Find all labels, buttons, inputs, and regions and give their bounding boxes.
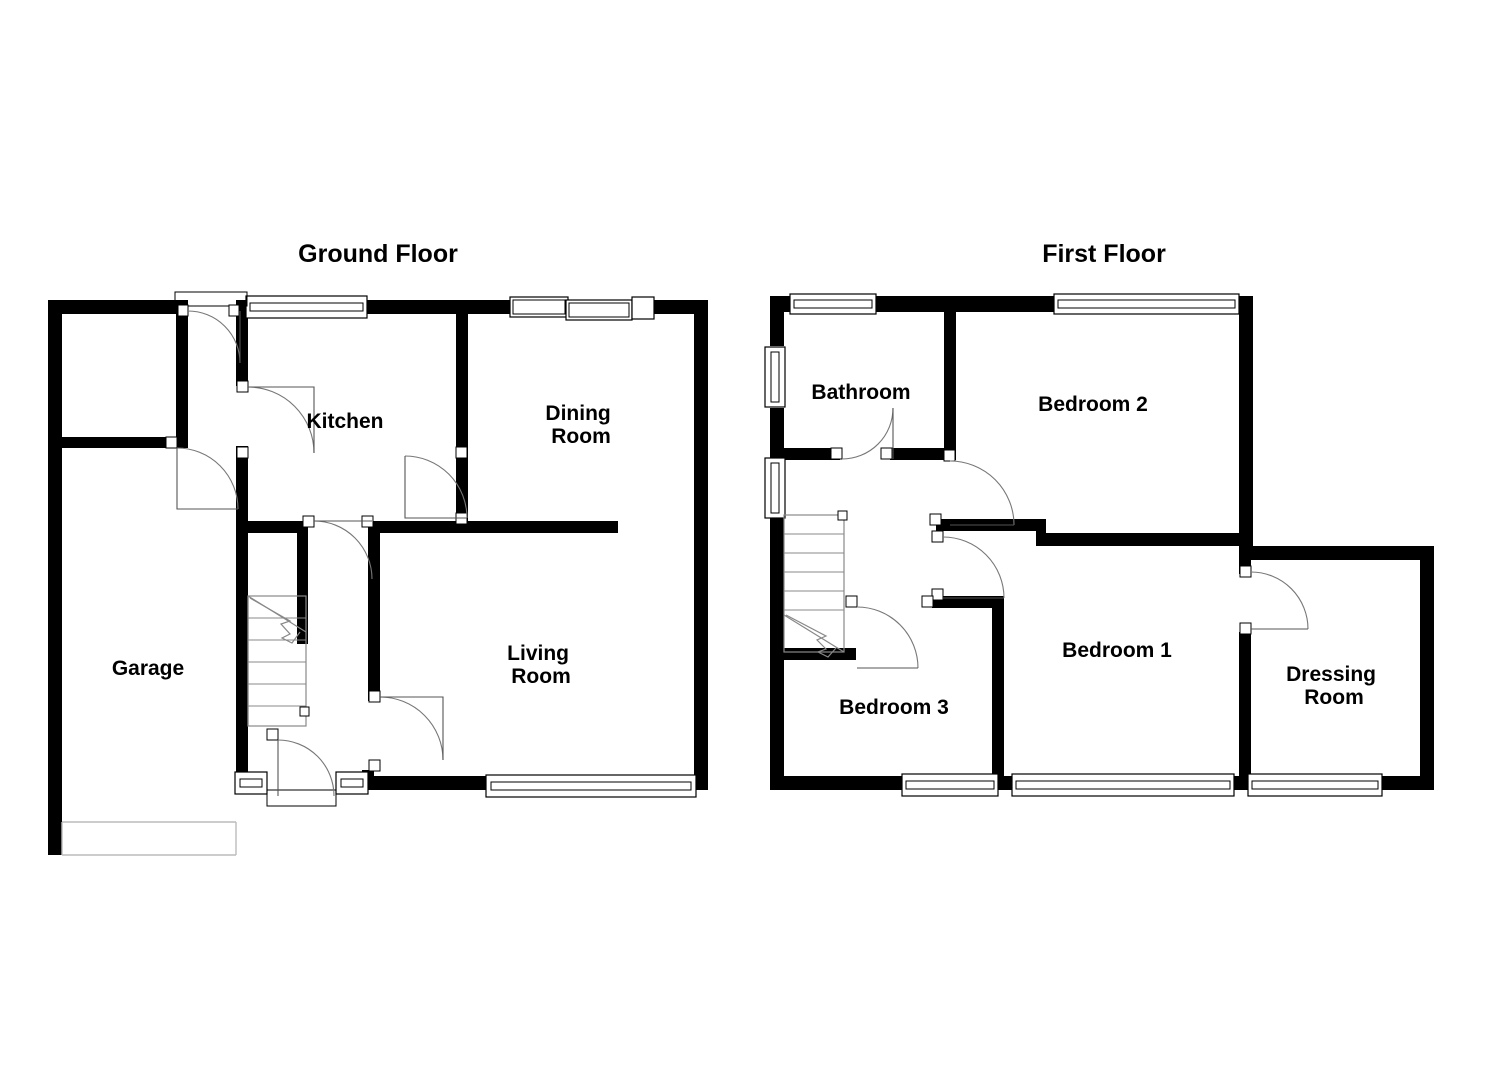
ff-bathroom-bedroom2-divider — [944, 312, 956, 460]
ff-top-exterior-wall-mid — [872, 296, 1054, 312]
room-label-garage: Garage — [112, 657, 184, 680]
living-bottom-exterior-wall — [368, 776, 486, 790]
ff-bathroom-bottom-wall-right — [890, 448, 956, 460]
ff-dressing-top-wall — [1239, 546, 1434, 560]
garage-to-hall-door — [165, 436, 239, 510]
room-label-dressing-room: Dressing Room — [1286, 663, 1382, 709]
hall-to-kitchen-door — [236, 380, 315, 459]
room-label-living-room: Living Room — [507, 642, 575, 688]
bedroom3-door — [845, 595, 934, 669]
living-hall-divider-wall — [368, 521, 380, 701]
ff-bedroom1-top-wall — [1036, 533, 1241, 546]
dining-window-mullion — [631, 296, 655, 320]
room-label-bedroom-2: Bedroom 2 — [1038, 393, 1148, 416]
front-entrance-door — [174, 291, 248, 364]
kitchen-middle-door — [302, 515, 374, 580]
room-label-bathroom: Bathroom — [811, 381, 910, 404]
ground-floor-staircase — [247, 595, 310, 727]
kitchen-hall-divider-wall-upper — [236, 314, 248, 386]
understairs-right-wall — [297, 521, 308, 644]
bedroom1-door — [931, 530, 1005, 601]
hall-to-living-door — [368, 690, 444, 772]
hall-to-understairs-door — [266, 728, 335, 797]
living-room-top-wall — [368, 521, 618, 533]
garage-up-and-over-door — [61, 821, 237, 856]
porch-outer-threshold — [266, 789, 337, 807]
bedroom2-rear-window — [1053, 293, 1240, 315]
ff-left-exterior-wall-lower — [770, 517, 784, 790]
ground-floor-title: Ground Floor — [298, 240, 458, 268]
first-floor-title: First Floor — [1042, 240, 1166, 268]
ground-floor-windows — [234, 295, 697, 807]
dressing-room-door — [1239, 565, 1309, 635]
first-floor-staircase — [783, 510, 848, 658]
house-right-exterior-wall — [694, 300, 708, 790]
ff-bottom-exterior-wall-left — [770, 776, 902, 790]
ground-floor-plan: Garage Kitchen Dining Room Living Room — [48, 291, 708, 856]
ground-floor-room-labels: Garage Kitchen Dining Room Living Room — [112, 402, 616, 688]
first-floor-doors — [830, 407, 1309, 669]
porch-side-window-left — [234, 771, 268, 795]
room-label-kitchen: Kitchen — [306, 410, 383, 433]
first-floor-windows — [764, 293, 1383, 797]
ff-landing-bottom-wall — [784, 648, 856, 660]
landing-side-window-upper — [764, 346, 786, 408]
kitchen-rear-window — [245, 295, 368, 319]
ff-top-exterior-wall-left — [770, 296, 792, 312]
dining-rear-window-left — [509, 296, 569, 318]
dressing-front-window — [1247, 773, 1383, 797]
porch-side-window-right — [335, 771, 369, 795]
kitchen-to-dining-door — [404, 446, 468, 525]
bathroom-door — [830, 407, 894, 460]
ff-bedroom3-bedroom1-divider — [992, 596, 1004, 782]
garage-top-exterior-wall — [48, 300, 176, 314]
first-floor-room-labels: Bathroom Bedroom 2 Bedroom 1 Bedroom 3 D… — [811, 381, 1382, 719]
garage-left-exterior-wall — [48, 300, 62, 855]
kitchen-dining-top-exterior-wall — [365, 300, 511, 314]
kitchen-hall-divider-wall-lower — [236, 458, 248, 526]
first-floor-walls — [770, 296, 1434, 790]
bathroom-rear-window — [789, 293, 877, 315]
porch-bottom-partition-wall — [48, 437, 176, 448]
room-label-bedroom-3: Bedroom 3 — [839, 696, 949, 719]
porch-right-partition-wall — [176, 300, 188, 448]
kitchen-dining-divider-wall — [456, 314, 468, 522]
understairs-top-wall — [236, 521, 308, 533]
living-front-window — [485, 774, 697, 798]
ff-dressing-right-exterior-wall — [1420, 546, 1434, 790]
living-bottom-exterior-wall-right — [694, 776, 708, 790]
room-label-bedroom-1: Bedroom 1 — [1062, 639, 1172, 662]
ff-bottom-exterior-wall-right — [1380, 776, 1434, 790]
ground-floor-doors — [165, 291, 468, 797]
dining-rear-window-right — [565, 299, 633, 321]
bedroom3-front-window — [901, 773, 999, 797]
ff-bedroom1-dressing-divider-lower — [1239, 632, 1251, 782]
bedroom2-door — [929, 449, 1015, 526]
bedroom1-front-window — [1011, 773, 1235, 797]
ground-floor-walls — [48, 300, 708, 855]
ff-bedroom2-right-exterior-wall — [1239, 296, 1253, 546]
ff-left-exterior-wall-mid — [770, 408, 784, 460]
ff-bathroom-bottom-wall-left — [784, 448, 840, 460]
room-label-dining-room: Dining Room — [545, 402, 616, 448]
first-floor-plan: Bathroom Bedroom 2 Bedroom 1 Bedroom 3 D… — [764, 293, 1434, 797]
landing-side-window-lower — [764, 457, 786, 519]
ff-bedroom3-top-wall — [932, 596, 1004, 608]
